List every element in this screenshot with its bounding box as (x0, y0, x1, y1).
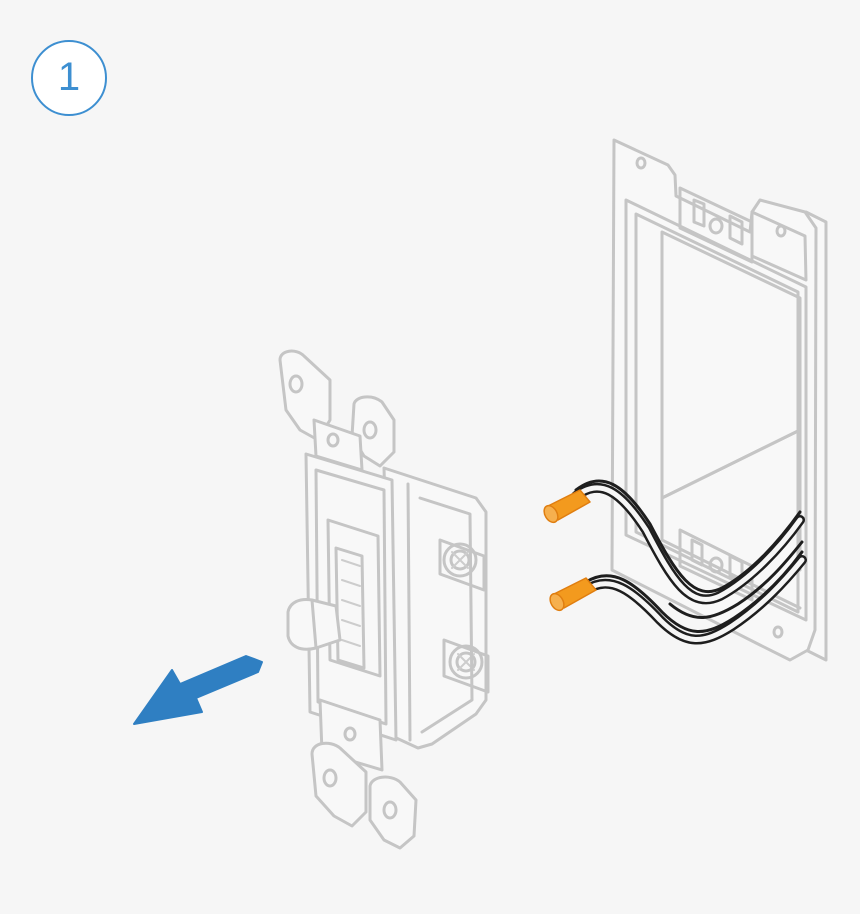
wires-with-caps-icon (543, 479, 807, 645)
terminal-screw-lower (442, 638, 490, 694)
electrical-box-icon (610, 138, 828, 662)
arrow-down-left-icon (133, 655, 263, 725)
step-number: 1 (57, 55, 81, 99)
toggle-lever (286, 598, 342, 651)
light-switch-icon (278, 349, 490, 850)
upper-wire-cap (543, 489, 591, 524)
step-number-badge: 1 (31, 40, 107, 116)
lower-wire-cap (549, 577, 597, 612)
